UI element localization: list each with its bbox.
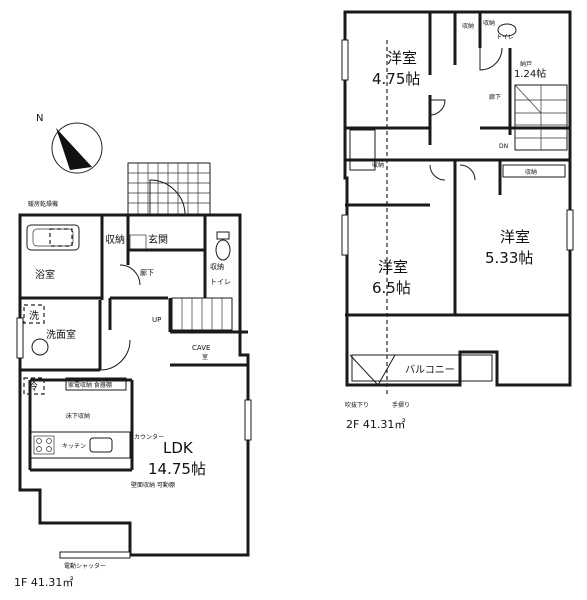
ceiling-note: 吹抜下り (345, 401, 369, 409)
storage-a-label: 収納 (462, 22, 474, 30)
pantry-shelf (65, 377, 127, 391)
room2-name: 洋室 (378, 258, 408, 276)
hall-2f-label: 廊下 (489, 93, 501, 101)
hall-label-1f: 廊下 (140, 268, 154, 277)
storage-d-label: 収納 (525, 168, 537, 176)
room3-name: 洋室 (500, 228, 530, 246)
second-floor-plan: 洋室 4.75帖 収納 収納 トイレ 納戸 1.24帖 廊下 DN 収納 収納 … (341, 10, 574, 431)
1f-caption: 1F 41.31㎡ (14, 576, 73, 589)
1f-interior-walls (20, 215, 248, 472)
storage-c-label: 収納 (372, 161, 384, 169)
toilet-2f-door (479, 47, 503, 71)
shoe-cabinet (129, 234, 147, 250)
room1-door (429, 99, 446, 116)
stairs-dn-label: DN (499, 143, 508, 150)
floor-storage-label: 床下収納 (66, 412, 90, 420)
window-2f-west (341, 214, 349, 256)
stove-icon (33, 435, 55, 455)
2f-caption: 2F 41.31㎡ (346, 418, 405, 431)
shutter-label: 電動シャッター (64, 562, 106, 570)
storage-shelf-label: 壁面収納 可動棚 (131, 481, 175, 489)
closet-size: 1.24帖 (514, 67, 546, 80)
toilet-tank (216, 231, 230, 240)
window-1f-west (16, 317, 24, 359)
stairs-1f (171, 297, 233, 331)
balcony-door (349, 354, 396, 386)
porch-tiles (127, 162, 211, 216)
toilet-2f-icon (497, 23, 517, 37)
ldk-name: LDK (163, 439, 194, 457)
cave-sub-label: 室 (202, 353, 208, 361)
sink-icon (89, 437, 113, 453)
storage-1-label: 収納 (105, 233, 125, 246)
north-arrow-icon: N (36, 113, 103, 174)
storage-2-label: 収納 (210, 262, 224, 271)
bath-dryer-zone (49, 228, 73, 247)
entrance-label: 玄関 (148, 233, 168, 246)
fridge-mark: 冷 (28, 380, 38, 393)
bathtub (26, 224, 80, 251)
bathtub-inner (32, 228, 74, 247)
entrance-door (149, 179, 186, 216)
bath-label: 浴室 (35, 268, 55, 281)
hall-door-1f (119, 264, 141, 286)
room3-door (459, 164, 476, 181)
storage-d-shelf (502, 164, 566, 178)
bath-dryer-label: 暖房乾燥機 (28, 200, 58, 208)
storage-b-label: 収納 (483, 19, 495, 27)
first-floor-plan: 暖房乾燥機 浴室 洗 洗面室 収納 玄関 廊下 収納 トイレ UP CAVE 室… (14, 162, 252, 589)
window-2f-east (566, 209, 574, 251)
storage-c-shelf (349, 129, 376, 171)
washing-machine-icon (31, 338, 49, 356)
pantry-label: 家電収納 食器棚 (68, 381, 112, 389)
stairs-up-label: UP (152, 316, 161, 324)
balcony-label: バルコニー (405, 364, 455, 376)
wash-mark: 洗 (29, 310, 39, 322)
room3-size: 5.33帖 (485, 249, 533, 267)
washroom-door (99, 339, 131, 371)
stairs-2f (514, 84, 568, 151)
toilet-label-1f: トイレ (210, 278, 231, 286)
window-2f-nw (341, 39, 349, 81)
2f-outer-wall (343, 10, 572, 387)
fridge-zone (23, 377, 45, 395)
window-1f-east (244, 399, 252, 441)
ldk-size: 14.75帖 (148, 460, 206, 478)
roof-note: 手摺り (392, 401, 410, 409)
counter-label: カウンター (134, 433, 164, 441)
washer-zone (23, 304, 45, 324)
closet-name: 納戸 (520, 60, 532, 68)
washroom-label: 洗面室 (46, 328, 76, 341)
window-1f-south (59, 551, 131, 559)
room1-name: 洋室 (387, 49, 417, 67)
kitchen-counter (29, 431, 131, 459)
toilet-icon (215, 239, 231, 261)
room2-door (429, 164, 446, 181)
compass-label: N (36, 113, 43, 124)
room1-size: 4.75帖 (372, 70, 420, 88)
kitchen-label: キッチン (62, 443, 86, 450)
balcony-rail (351, 354, 493, 382)
room2-size: 6.5帖 (372, 279, 411, 297)
toilet-2f-label: トイレ (496, 34, 514, 41)
cave-label: CAVE (192, 344, 210, 352)
